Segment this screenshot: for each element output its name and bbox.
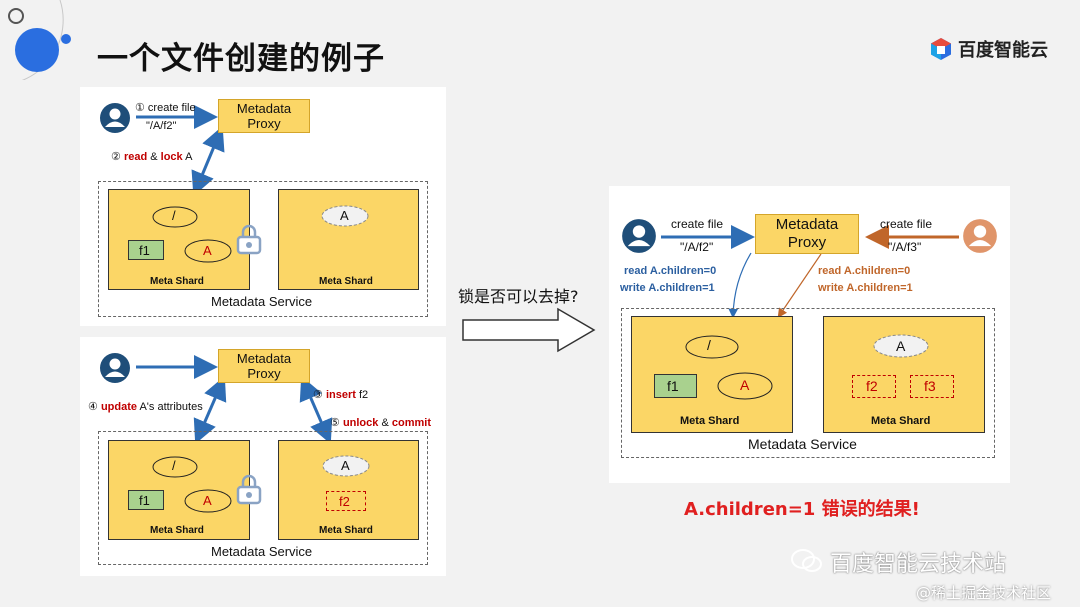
remote-node-a bbox=[322, 455, 370, 477]
logo-text: 百度智能云 bbox=[958, 40, 1048, 61]
step4-label: ④ update A's attributes bbox=[88, 401, 203, 413]
lock-icon bbox=[236, 224, 262, 255]
node-f3 bbox=[910, 375, 954, 398]
remote-a-label: A bbox=[340, 208, 349, 223]
node-a bbox=[717, 372, 773, 400]
metadata-service bbox=[98, 431, 428, 565]
user-icon bbox=[100, 103, 130, 133]
panel-without-lock: create file "/A/f2" create file "/A/f3" … bbox=[609, 186, 1010, 483]
shard-1-title: Meta Shard bbox=[150, 276, 204, 287]
left-path: "/A/f2" bbox=[680, 240, 714, 254]
user-icon bbox=[963, 219, 997, 253]
node-f2 bbox=[326, 491, 366, 511]
step3-label: ③ insert f2 bbox=[313, 389, 369, 401]
step5-label: ⑤ unlock & commit bbox=[330, 417, 431, 429]
remote-a-label: A bbox=[896, 338, 906, 354]
watermark-site: @稀土掘金技术社区 bbox=[916, 584, 1052, 602]
shard-2-title: Meta Shard bbox=[871, 415, 931, 427]
meta-shard-1 bbox=[108, 189, 250, 290]
node-a bbox=[184, 239, 232, 263]
tree-root bbox=[685, 335, 739, 359]
proxy-line1: Metadata bbox=[236, 101, 292, 116]
f1-label: f1 bbox=[139, 243, 150, 258]
right-path: "/A/f3" bbox=[888, 240, 922, 254]
proxy-to-shard-blue bbox=[728, 252, 752, 319]
metadata-proxy: Metadata Proxy bbox=[218, 99, 310, 133]
watermark-account: 百度智能云技术站 bbox=[830, 552, 1007, 577]
brand-logo: 百度智能云 bbox=[930, 36, 1048, 62]
f2-label: f2 bbox=[339, 494, 350, 509]
metadata-service bbox=[621, 308, 995, 458]
service-label: Metadata Service bbox=[748, 436, 857, 452]
decor-circles bbox=[8, 0, 71, 80]
node-f2 bbox=[852, 375, 896, 398]
left-read: read A.children=0 bbox=[624, 265, 717, 277]
proxy-line1: Metadata bbox=[236, 351, 292, 366]
proxy-shard1-arrow bbox=[193, 375, 227, 445]
proxy-line1: Metadata bbox=[775, 216, 839, 233]
meta-shard-2 bbox=[278, 189, 419, 290]
right-arrow-icon bbox=[462, 307, 596, 353]
lock-icon bbox=[236, 474, 262, 505]
proxy-line2: Proxy bbox=[247, 366, 281, 381]
left-write: write A.children=1 bbox=[620, 282, 715, 294]
remote-node-a bbox=[321, 205, 369, 227]
metadata-proxy: Metadata Proxy bbox=[218, 349, 310, 383]
panel-step-commit: Metadata Proxy ③ insert f2 ④ update A's … bbox=[80, 337, 446, 576]
tree-root bbox=[152, 456, 198, 478]
shard-2-title: Meta Shard bbox=[319, 525, 373, 536]
remote-a-label: A bbox=[341, 458, 350, 473]
metadata-service bbox=[98, 181, 428, 317]
root-label: / bbox=[172, 458, 176, 473]
slide-title: 一个文件创建的例子 bbox=[97, 41, 385, 77]
wechat-icon bbox=[791, 549, 822, 572]
step1-label: ① create file bbox=[135, 102, 196, 114]
proxy-to-shard-orange bbox=[777, 253, 822, 318]
metadata-proxy: Metadata Proxy bbox=[755, 214, 859, 254]
request-path: "/A/f2" bbox=[146, 120, 177, 132]
proxy-line2: Proxy bbox=[787, 234, 827, 251]
root-label: / bbox=[172, 208, 176, 223]
right-action: create file bbox=[880, 217, 933, 231]
service-label: Metadata Service bbox=[211, 294, 313, 309]
right-read: read A.children=0 bbox=[818, 265, 911, 277]
shard-2-title: Meta Shard bbox=[319, 276, 373, 287]
service-label: Metadata Service bbox=[211, 544, 313, 559]
cloud-logo-icon bbox=[931, 38, 951, 60]
tree-root bbox=[152, 206, 198, 228]
panel-step-lock: ① create file "/A/f2" Metadata Proxy ② r… bbox=[80, 87, 446, 326]
f2-label: f2 bbox=[866, 378, 878, 394]
f1-label: f1 bbox=[139, 493, 150, 508]
shard-1-title: Meta Shard bbox=[150, 525, 204, 536]
f1-label: f1 bbox=[667, 378, 679, 394]
node-a-label: A bbox=[740, 377, 750, 393]
right-write: write A.children=1 bbox=[818, 282, 913, 294]
user-icon bbox=[100, 353, 130, 383]
left-action: create file bbox=[671, 217, 724, 231]
shard-1-title: Meta Shard bbox=[680, 415, 740, 427]
node-a bbox=[184, 489, 232, 513]
conclusion-text: A.children=1 错误的结果! bbox=[684, 499, 920, 520]
step2-label: ② read & lock A bbox=[111, 151, 193, 163]
proxy-line2: Proxy bbox=[247, 116, 281, 131]
remote-node-a bbox=[873, 334, 929, 358]
question-text: 锁是否可以去掉? bbox=[458, 287, 579, 306]
node-a-label: A bbox=[203, 243, 212, 258]
proxy-shard-arrow bbox=[191, 125, 225, 197]
proxy-shard2-arrow bbox=[299, 375, 333, 445]
node-f1 bbox=[654, 374, 697, 398]
user-icon bbox=[622, 219, 656, 253]
f3-label: f3 bbox=[924, 378, 936, 394]
node-f1 bbox=[128, 240, 164, 260]
node-a-label: A bbox=[203, 493, 212, 508]
root-label: / bbox=[707, 337, 711, 353]
node-f1 bbox=[128, 490, 164, 510]
